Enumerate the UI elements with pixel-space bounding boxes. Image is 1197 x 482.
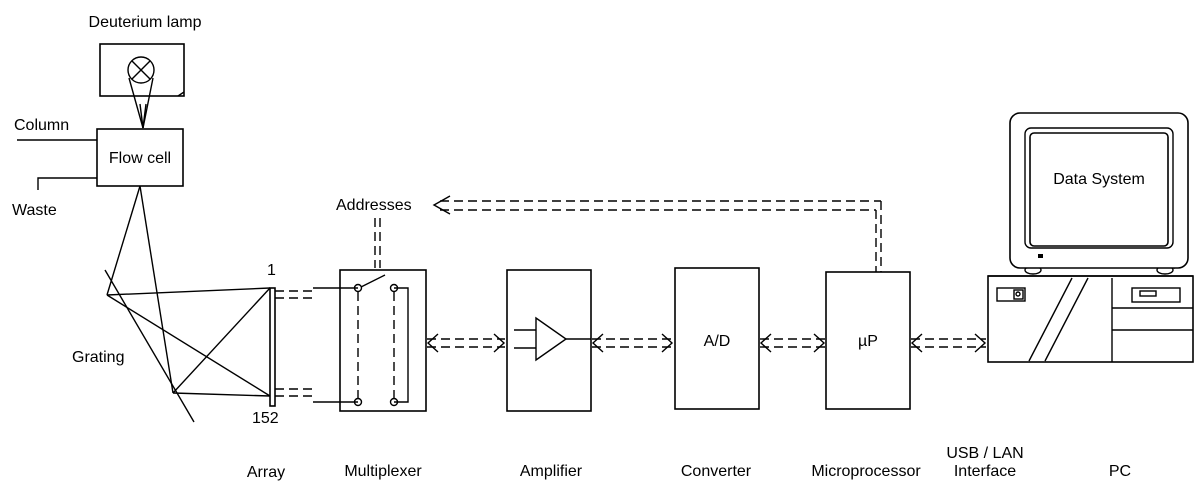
ad-converter xyxy=(674,267,760,410)
amplifier-symbol-icon xyxy=(535,316,568,362)
caption-multiplexer: Multiplexer xyxy=(344,463,422,480)
lamp-bulb-icon xyxy=(127,56,155,84)
waste-label: Waste xyxy=(12,202,57,219)
flow-cell xyxy=(17,128,184,190)
caption-microprocessor: Microprocessor xyxy=(811,463,921,480)
bus-mux-amp xyxy=(426,333,506,353)
deuterium-lamp-label: Deuterium lamp xyxy=(89,14,202,31)
grating xyxy=(104,185,271,423)
caption-array: Array xyxy=(247,464,285,481)
grating-label: Grating xyxy=(72,349,124,366)
amplifier xyxy=(506,269,592,412)
array-top-label: 1 xyxy=(267,262,276,279)
addresses-label: Addresses xyxy=(336,197,412,214)
data-system-label: Data System xyxy=(1053,171,1145,188)
flow-cell-label: Flow cell xyxy=(109,150,171,167)
deuterium-lamp xyxy=(99,43,185,129)
switch-arm xyxy=(360,274,386,288)
usb-lan-label: USB / LAN xyxy=(946,445,1023,462)
arrowhead-left-icon xyxy=(432,195,451,215)
microprocessor xyxy=(825,271,911,410)
array-bottom-label: 152 xyxy=(252,410,279,427)
interface-label: Interface xyxy=(954,463,1016,480)
pc xyxy=(987,112,1194,363)
diode-array xyxy=(269,287,313,407)
up-label: µP xyxy=(858,333,878,350)
multiplexer xyxy=(313,218,427,412)
bus-amp-adc xyxy=(591,333,674,353)
caption-pc: PC xyxy=(1109,463,1131,480)
caption-amplifier: Amplifier xyxy=(520,463,583,480)
ad-label: A/D xyxy=(704,333,731,350)
bus-adc-up xyxy=(759,333,826,353)
bus-up-pc xyxy=(910,333,987,353)
addresses-bus xyxy=(432,195,882,272)
caption-converter: Converter xyxy=(681,463,752,480)
column-label: Column xyxy=(14,117,69,134)
